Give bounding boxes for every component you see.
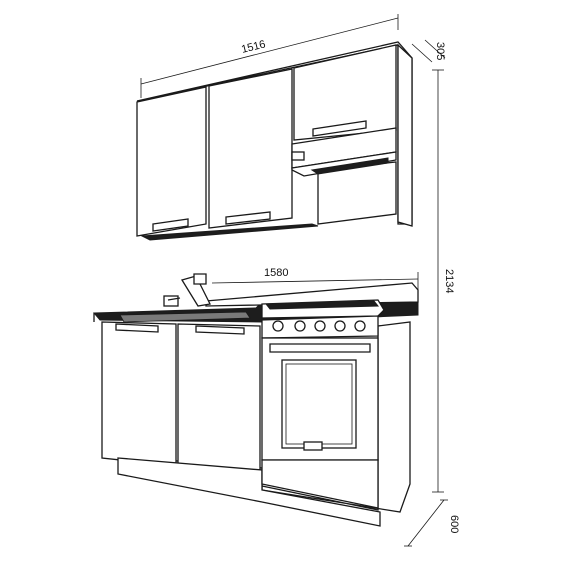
oven-handle (269, 343, 371, 353)
stove (261, 299, 385, 509)
base-door-middle (177, 323, 261, 471)
range-hood (291, 127, 397, 177)
upper-handle-1 (152, 218, 189, 232)
upper-handle-2 (225, 211, 271, 225)
stove-knob-5 (354, 320, 366, 332)
upper-width-label: 1516 (240, 38, 267, 56)
upper-handle-3 (312, 120, 367, 137)
dimension-upper-depth: 305 (411, 39, 446, 63)
base-handle-left (115, 323, 159, 333)
upper-door-2 (208, 68, 293, 229)
stove-knob-2 (294, 320, 306, 332)
total-height-label: 2134 (443, 269, 455, 293)
stove-knob-1 (272, 320, 284, 332)
oven-window (281, 359, 357, 449)
upper-cabinets (136, 41, 413, 241)
upper-depth-label: 305 (434, 42, 446, 60)
base-door-left (101, 321, 177, 467)
stove-knob-4 (334, 320, 346, 332)
stove-knob-3 (314, 320, 326, 332)
upper-door-1 (136, 86, 207, 237)
base-depth-label: 600 (448, 515, 460, 533)
faucet (163, 273, 211, 307)
base-handle-middle (195, 325, 245, 335)
dimension-total-height: 2134 (432, 69, 455, 493)
base-cabinets (101, 321, 411, 527)
dimension-base-depth: 600 (404, 499, 460, 547)
dimension-counter-width: 1580 (211, 267, 419, 292)
counter-width-label: 1580 (264, 267, 288, 279)
dimension-upper-width: 1516 (140, 14, 399, 98)
